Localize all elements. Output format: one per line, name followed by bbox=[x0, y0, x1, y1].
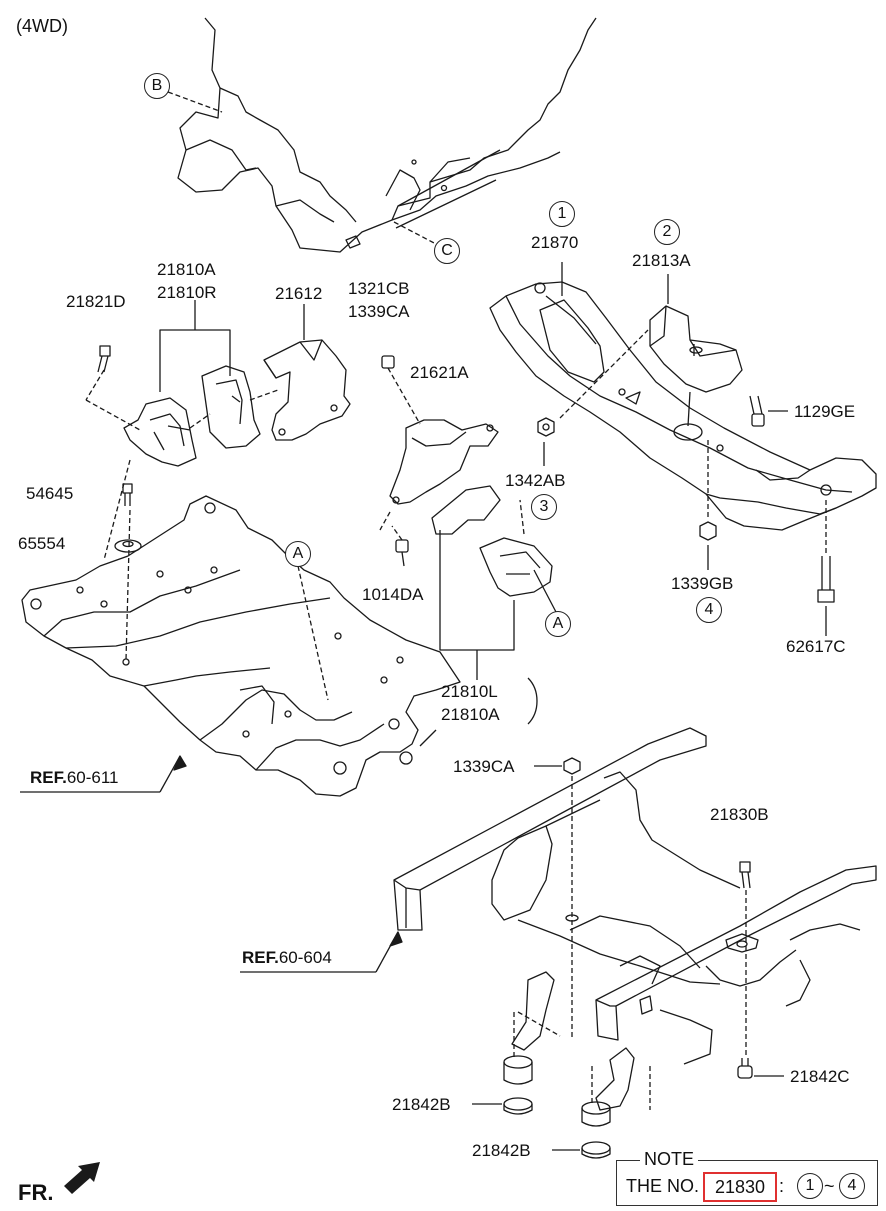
index-circle-4: 4 bbox=[696, 597, 722, 623]
part-label-21870[interactable]: 21870 bbox=[531, 233, 579, 252]
note-text: THE NO. bbox=[626, 1176, 700, 1196]
insulator-21810L bbox=[431, 485, 553, 597]
bolt-21830B bbox=[739, 861, 751, 889]
bracket-lines-21810L bbox=[419, 530, 538, 747]
bracket-lines-21810 bbox=[159, 300, 231, 392]
part-label-21810R[interactable]: 21810R bbox=[157, 283, 217, 302]
ref-arrow-60-611 bbox=[20, 755, 187, 793]
note-range-start-circle: 1 bbox=[797, 1173, 823, 1199]
chassis-frame bbox=[393, 727, 877, 1065]
part-label-65554[interactable]: 65554 bbox=[18, 534, 66, 553]
part-label-1339GB[interactable]: 1339GB bbox=[671, 574, 734, 593]
transmission-housing bbox=[177, 17, 597, 253]
ref-label-60-604[interactable]: REF.60-604 bbox=[242, 948, 332, 968]
leaders-right bbox=[543, 262, 827, 636]
bolt-1129GE bbox=[749, 395, 765, 427]
part-label-1342AB[interactable]: 1342AB bbox=[505, 471, 566, 490]
part-label-62617C[interactable]: 62617C bbox=[786, 637, 846, 656]
dash-leaders-center bbox=[379, 367, 525, 541]
note-colon: : bbox=[779, 1176, 785, 1196]
nut-1342AB bbox=[537, 417, 555, 437]
bolt-1339CA-bottom bbox=[563, 757, 581, 775]
part-label-21842C[interactable]: 21842C bbox=[790, 1067, 850, 1086]
part-label-1321CB[interactable]: 1321CB bbox=[348, 279, 410, 298]
note-title: NOTE bbox=[640, 1149, 699, 1170]
ref-prefix: REF. bbox=[30, 768, 67, 787]
note-range-end-circle: 4 bbox=[839, 1173, 865, 1199]
transmission-crossmember-21870 bbox=[489, 281, 877, 531]
bolt-21842C bbox=[737, 1058, 753, 1079]
bolt-1321CB bbox=[381, 355, 395, 369]
index-circle-3: 3 bbox=[531, 494, 557, 520]
bolt-62617C bbox=[817, 556, 835, 603]
body-mount-brackets bbox=[511, 971, 635, 1111]
mount-insulator-21810R bbox=[201, 365, 261, 449]
leader-lines-top bbox=[167, 91, 437, 245]
part-label-21813A[interactable]: 21813A bbox=[632, 251, 691, 270]
part-label-1339CA-top[interactable]: 1339CA bbox=[348, 302, 410, 321]
index-circle-1: 1 bbox=[549, 201, 575, 227]
part-label-21612[interactable]: 21612 bbox=[275, 284, 323, 303]
mount-bracket-21621A bbox=[389, 419, 499, 505]
dash-leaders-right bbox=[559, 329, 827, 556]
part-label-21810L[interactable]: 21810L bbox=[441, 682, 498, 701]
front-direction-label: FR. bbox=[18, 1180, 54, 1205]
ref-code: 60-611 bbox=[66, 768, 119, 787]
part-label-21621A[interactable]: 21621A bbox=[410, 363, 469, 382]
index-circle-2: 2 bbox=[654, 219, 680, 245]
note-part-number[interactable]: 21830 bbox=[703, 1172, 777, 1202]
ref-prefix: REF. bbox=[242, 948, 279, 967]
leader-A-left bbox=[297, 565, 329, 701]
bolt-1014DA bbox=[395, 539, 409, 567]
part-label-21821D[interactable]: 21821D bbox=[66, 292, 126, 311]
leader-A-right bbox=[533, 569, 557, 613]
front-subframe bbox=[21, 495, 461, 797]
washer-65554 bbox=[114, 539, 142, 553]
mount-bracket-21612 bbox=[263, 339, 351, 441]
part-label-1014DA[interactable]: 1014DA bbox=[362, 585, 424, 604]
part-label-21810A-bottom[interactable]: 21810A bbox=[441, 705, 500, 724]
ref-circle-B: B bbox=[144, 73, 170, 99]
nut-1339GB bbox=[699, 521, 717, 541]
ref-code: 60-604 bbox=[278, 948, 332, 967]
ref-label-60-611[interactable]: REF.60-611 bbox=[30, 768, 119, 788]
bolt-21821D bbox=[97, 345, 111, 373]
ref-circle-C: C bbox=[434, 238, 460, 264]
note-tilde: ~ bbox=[824, 1176, 835, 1196]
dash-leaders-mount bbox=[85, 369, 279, 661]
bolt-54645 bbox=[122, 483, 133, 506]
ref-circle-A-right: A bbox=[545, 611, 571, 637]
part-label-54645[interactable]: 54645 bbox=[26, 484, 74, 503]
part-label-21842B-lower[interactable]: 21842B bbox=[472, 1141, 531, 1160]
mount-21813A bbox=[649, 305, 743, 427]
front-direction-arrow-icon bbox=[64, 1162, 100, 1194]
mount-21810A-upper bbox=[123, 397, 197, 467]
body-mount-bushings bbox=[503, 1055, 611, 1159]
dash-leaders-bottom bbox=[513, 776, 747, 1110]
drive-variant-label: (4WD) bbox=[16, 16, 68, 36]
part-label-21842B-upper[interactable]: 21842B bbox=[392, 1095, 451, 1114]
part-label-21810A-top[interactable]: 21810A bbox=[157, 260, 216, 279]
part-label-1339CA-bottom[interactable]: 1339CA bbox=[453, 757, 515, 776]
ref-circle-A-left: A bbox=[285, 541, 311, 567]
leaders-bottom bbox=[472, 765, 784, 1151]
part-label-21830B[interactable]: 21830B bbox=[710, 805, 769, 824]
part-label-1129GE[interactable]: 1129GE bbox=[794, 402, 856, 421]
ref-arrow-60-604 bbox=[240, 931, 403, 973]
